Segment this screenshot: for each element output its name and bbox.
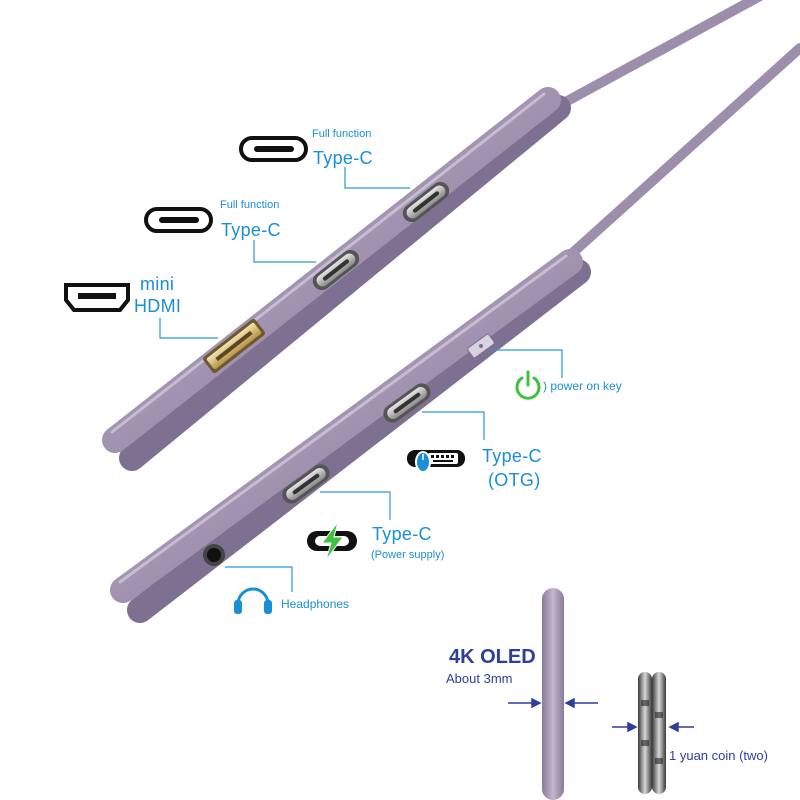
- power-key: [467, 333, 495, 359]
- headphone-jack: [203, 544, 225, 566]
- usb-c-port-2: [312, 249, 360, 291]
- power-key-label: ) power on key: [543, 379, 622, 393]
- coin-stack: [638, 672, 666, 794]
- power-icon: [515, 370, 541, 400]
- usb-c-port-1: [402, 181, 450, 223]
- usb-c-port-icon: [239, 136, 308, 162]
- typec-power-caption: (Power supply): [371, 549, 445, 561]
- typec-2-label: Type-C: [221, 220, 281, 240]
- typec-1-caption: Full function: [312, 128, 372, 140]
- keyboard-mouse-icon: [407, 450, 465, 473]
- charging-icon: [307, 521, 357, 561]
- coin-label: 1 yuan coin (two): [669, 748, 768, 763]
- leader-lines: [159, 167, 563, 592]
- usb-c-port-otg: [383, 383, 431, 423]
- typec-otg-label-line1: Type-C: [482, 446, 542, 466]
- headphones-icon: [234, 587, 272, 614]
- oled-edge-rod: [542, 588, 564, 800]
- oled-title: 4K OLED: [449, 646, 536, 668]
- mini-hdmi-port: [203, 319, 265, 373]
- usb-c-port-icon: [144, 207, 213, 233]
- mini-hdmi-port-icon: [64, 283, 130, 312]
- headphones-label: Headphones: [281, 597, 350, 611]
- hdmi-label-line1: mini: [140, 274, 175, 294]
- oled-thickness: About 3mm: [446, 671, 513, 686]
- hdmi-label-line2: HDMI: [134, 296, 182, 316]
- typec-power-label: Type-C: [372, 524, 432, 544]
- usb-c-port-power: [282, 464, 330, 504]
- thickness-arrows: [508, 697, 694, 733]
- typec-otg-label-line2: (OTG): [488, 470, 541, 490]
- typec-2-caption: Full function: [220, 199, 280, 211]
- typec-1-label: Type-C: [313, 148, 373, 168]
- bottom-device-edge: [110, 43, 800, 623]
